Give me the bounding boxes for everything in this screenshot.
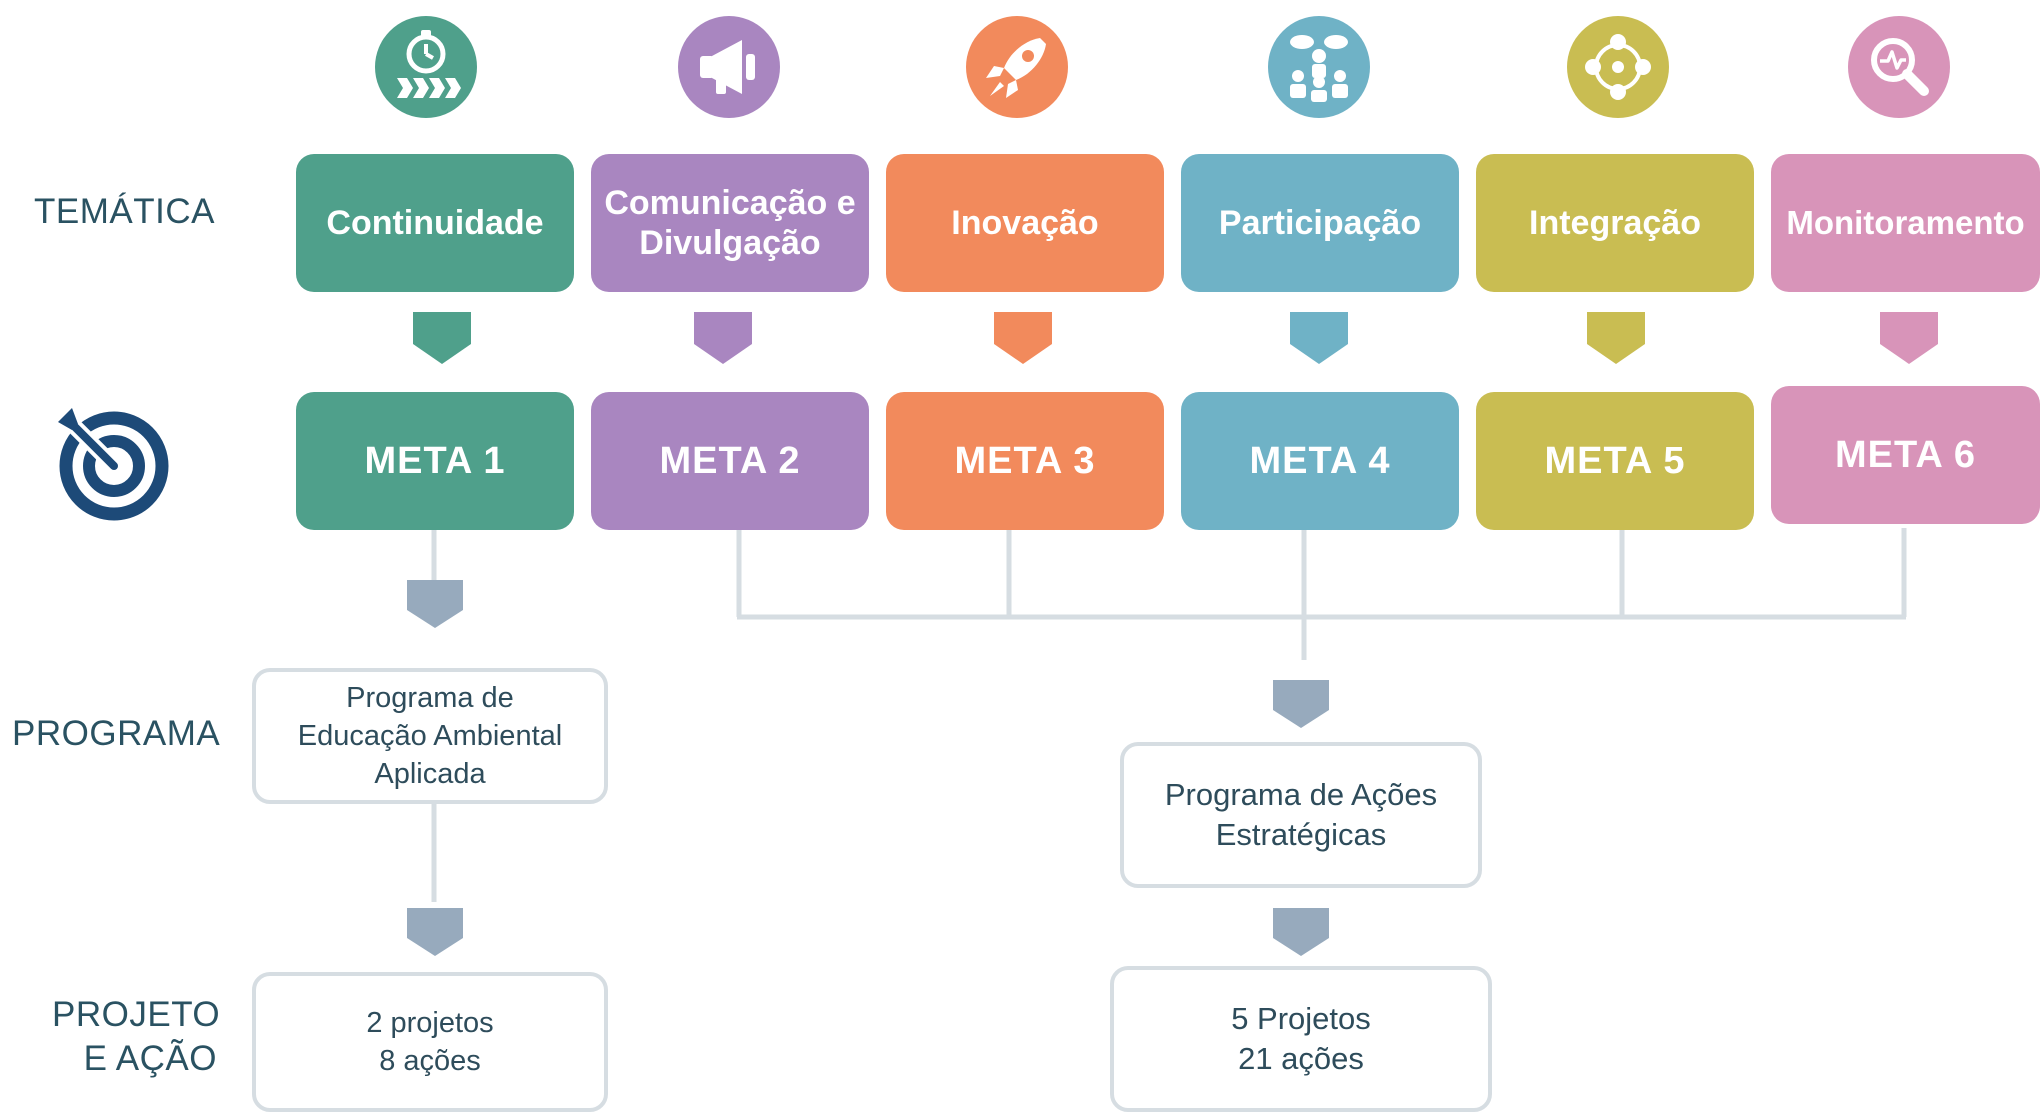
action-count: 8 ações: [379, 1045, 481, 1077]
program-line1: Programa de: [346, 682, 514, 714]
row-label-projeto-line2: E AÇÃO: [83, 1039, 217, 1078]
project-count-right: 5 Projetos 21 ações: [1110, 966, 1492, 1112]
theme-integracao: Integração: [1476, 154, 1754, 292]
theme-continuidade: Continuidade: [296, 154, 574, 292]
theme-title-line2: Divulgação: [639, 224, 821, 262]
theme-title: Continuidade: [326, 204, 544, 242]
arrow-down: [1880, 312, 1938, 364]
megaphone-icon: [678, 16, 780, 118]
meta-label: META 3: [954, 439, 1096, 482]
meta-2-box: META 2: [591, 392, 869, 530]
integration-network-icon: [1567, 16, 1669, 118]
program-educacao-ambiental: Programa de Educação Ambiental Aplicada: [252, 668, 608, 804]
project-count: 5 Projetos: [1231, 1001, 1371, 1036]
arrow-down: [694, 312, 752, 364]
meta-3-box: META 3: [886, 392, 1164, 530]
theme-title: Participação: [1218, 204, 1422, 242]
row-label-projeto-line1: PROJETO: [52, 995, 221, 1034]
arrow-down-grey: [407, 908, 463, 956]
action-count: 21 ações: [1238, 1041, 1364, 1076]
meta-label: META 6: [1834, 433, 1977, 476]
arrow-down-grey: [1273, 680, 1329, 728]
theme-comunicacao-divulgacao: Comunicação e Divulgação: [591, 154, 869, 292]
meta-label: META 4: [1249, 439, 1391, 482]
arrow-down-grey: [1273, 908, 1329, 956]
arrow-down: [1587, 312, 1645, 364]
theme-inovacao: Inovação: [886, 154, 1164, 292]
meta-4-box: META 4: [1181, 392, 1459, 530]
program-line2: Estratégicas: [1215, 817, 1387, 852]
row-label-tematica: TEMÁTICA: [34, 192, 215, 231]
row-label-programa: PROGRAMA: [12, 714, 221, 753]
arrow-down: [1290, 312, 1348, 364]
meta-label: META 5: [1544, 439, 1686, 482]
theme-monitoramento: Monitoramento: [1771, 154, 2040, 292]
stopwatch-progress-icon: [375, 16, 477, 118]
theme-title: Integração: [1529, 204, 1701, 242]
program-line2: Educação Ambiental: [297, 720, 563, 752]
arrow-down: [413, 312, 471, 364]
project-count-left: 2 projetos 8 ações: [252, 972, 608, 1112]
meta-6-box: META 6: [1771, 386, 2040, 524]
program-acoes-estrategicas: Programa de Ações Estratégicas: [1120, 742, 1482, 888]
theme-title: Monitoramento: [1786, 204, 2025, 241]
monitoring-magnifier-icon: [1848, 16, 1950, 118]
meta-1-box: META 1: [296, 392, 574, 530]
meta-5-box: META 5: [1476, 392, 1754, 530]
program-line1: Programa de Ações: [1164, 777, 1438, 812]
project-count: 2 projetos: [366, 1007, 494, 1039]
theme-participacao: Participação: [1181, 154, 1459, 292]
participation-crowd-icon: [1268, 16, 1370, 118]
meta-label: META 1: [364, 439, 506, 482]
row-label-projeto-acao: PROJETO E AÇÃO: [52, 993, 221, 1081]
meta-label: META 2: [659, 439, 801, 482]
theme-title: Inovação: [951, 204, 1099, 242]
arrow-down: [994, 312, 1052, 364]
rocket-icon: [966, 16, 1068, 118]
theme-title-line1: Comunicação e: [604, 184, 856, 222]
program-line3: Aplicada: [374, 758, 486, 790]
arrow-down-grey: [407, 580, 463, 628]
target-icon: [52, 404, 170, 522]
